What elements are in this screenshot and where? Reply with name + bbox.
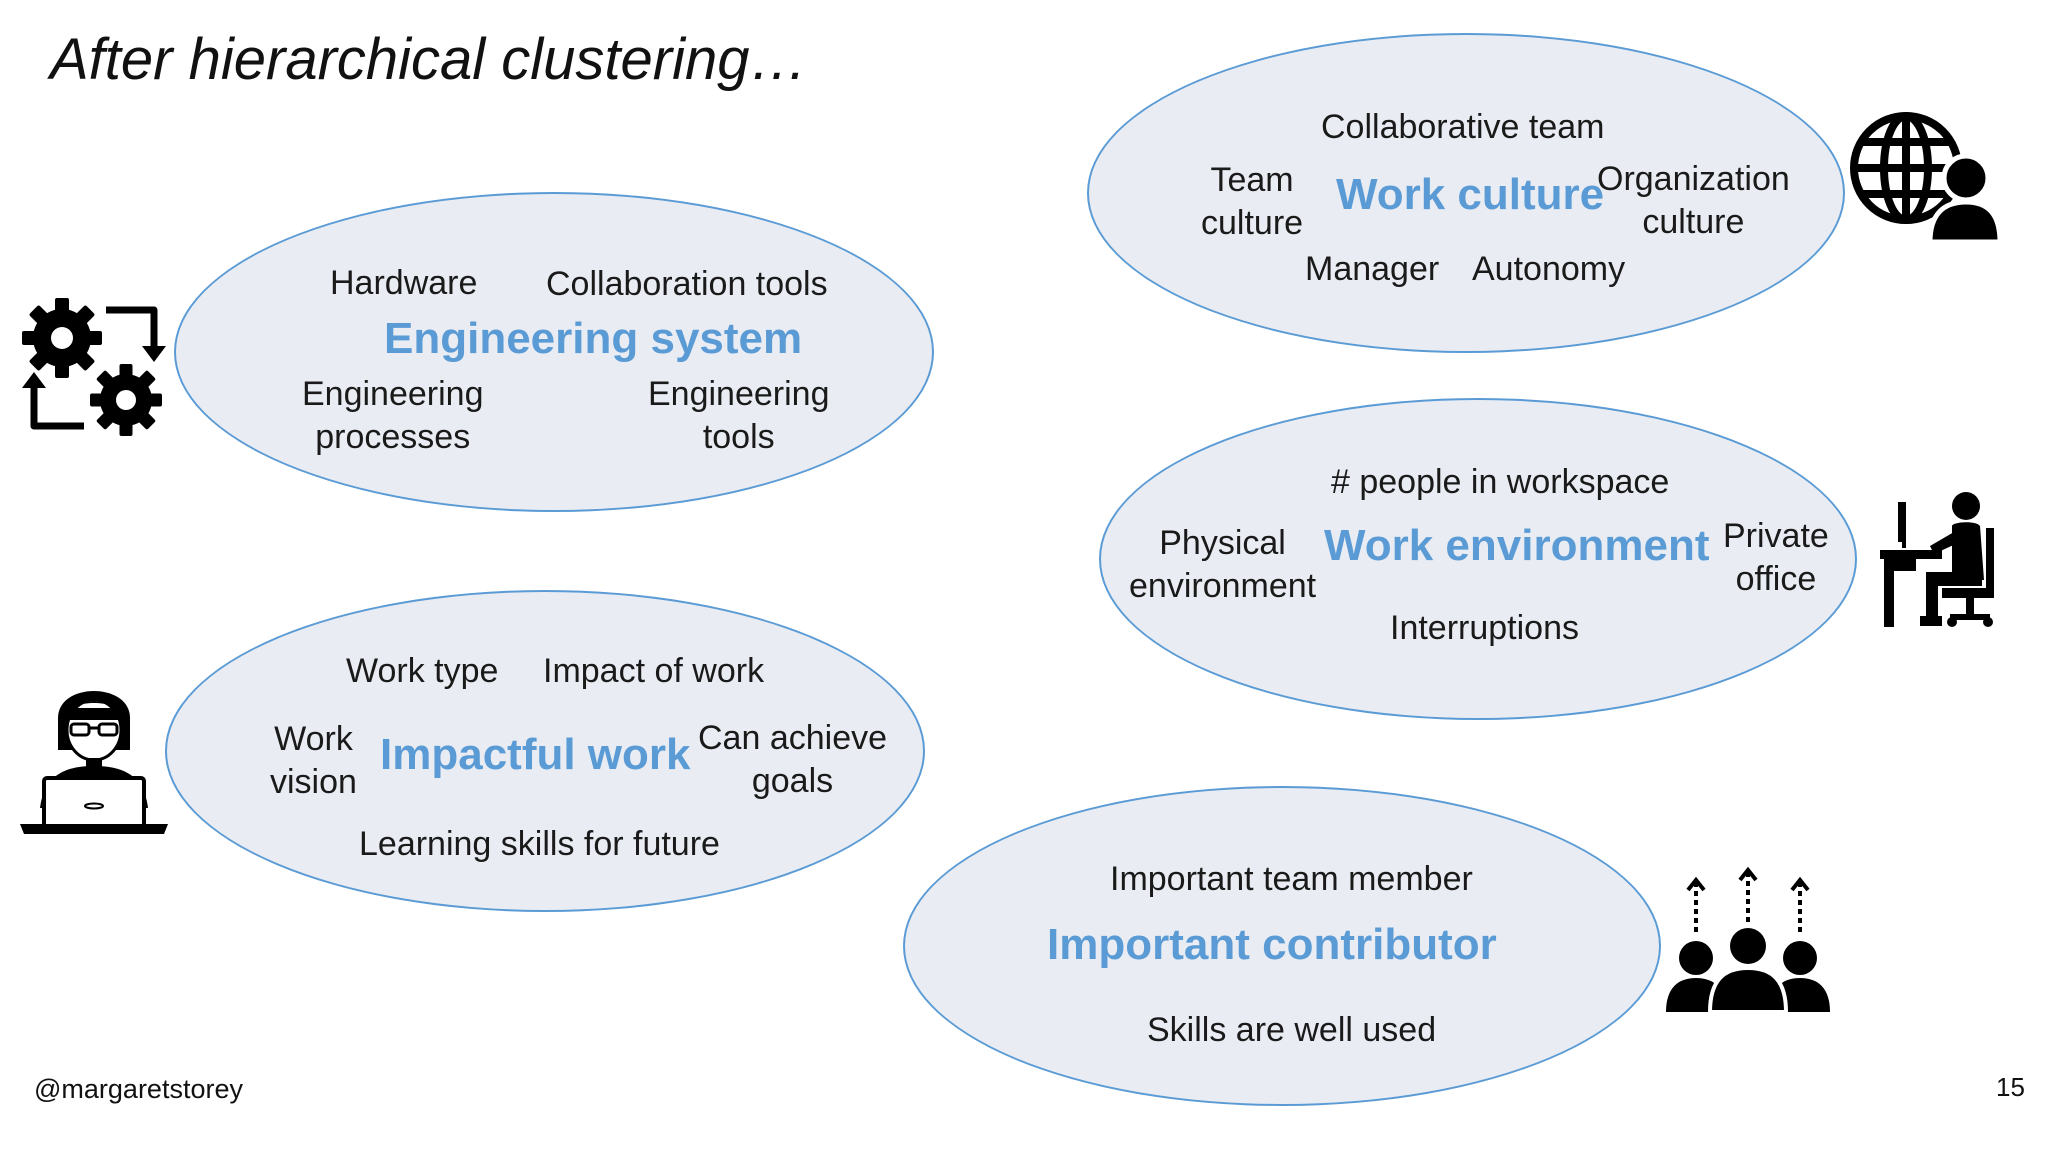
item-impact-of-work: Impact of work bbox=[543, 652, 765, 690]
cluster-ellipse bbox=[903, 786, 1661, 1106]
cluster-ellipse bbox=[174, 192, 934, 512]
cluster-title-work-environment: Work environment bbox=[1324, 521, 1710, 570]
item-private-office: Private office bbox=[1723, 517, 1829, 598]
team-growth-icon bbox=[1666, 866, 1830, 1012]
item-can-achieve-goals: Can achieve goals bbox=[698, 719, 888, 800]
item-learning-skills: Learning skills for future bbox=[359, 825, 720, 863]
page-number: 15 bbox=[1996, 1072, 2025, 1102]
item-manager: Manager bbox=[1305, 250, 1440, 288]
item-engineering-processes: Engineering processes bbox=[302, 375, 484, 456]
item-collaborative-team: Collaborative team bbox=[1321, 108, 1605, 146]
cluster-title-impactful-work: Impactful work bbox=[380, 730, 691, 779]
item-autonomy: Autonomy bbox=[1472, 250, 1626, 288]
item-organization-culture: Organization culture bbox=[1597, 160, 1790, 241]
item-collaboration-tools: Collaboration tools bbox=[546, 265, 828, 303]
globe-person-icon bbox=[1850, 112, 2000, 242]
item-engineering-tools: Engineering tools bbox=[648, 375, 830, 456]
item-skills-well-used: Skills are well used bbox=[1147, 1011, 1437, 1049]
cluster-title-engineering-system: Engineering system bbox=[384, 314, 803, 363]
author-handle: @margaretstorey bbox=[34, 1074, 243, 1104]
slide-title: After hierarchical clustering… bbox=[50, 27, 808, 92]
item-work-type: Work type bbox=[346, 652, 499, 690]
item-interruptions: Interruptions bbox=[1390, 609, 1579, 647]
person-at-desk-icon bbox=[1880, 492, 1994, 627]
cluster-ellipse bbox=[165, 590, 925, 912]
cluster-title-work-culture: Work culture bbox=[1336, 170, 1605, 219]
item-hardware: Hardware bbox=[330, 264, 478, 302]
cluster-ellipse bbox=[1087, 33, 1845, 353]
cluster-title-important-contributor: Important contributor bbox=[1047, 920, 1497, 969]
item-team-culture: Team culture bbox=[1201, 161, 1304, 242]
person-laptop-icon bbox=[20, 691, 168, 834]
item-work-vision: Work vision bbox=[270, 720, 357, 801]
cluster-ellipse bbox=[1099, 398, 1857, 720]
item-important-team-member: Important team member bbox=[1110, 860, 1473, 898]
item-people-in-workspace: # people in workspace bbox=[1331, 463, 1670, 501]
item-physical-environment: Physical environment bbox=[1129, 524, 1317, 605]
gears-cycle-icon bbox=[22, 298, 166, 436]
